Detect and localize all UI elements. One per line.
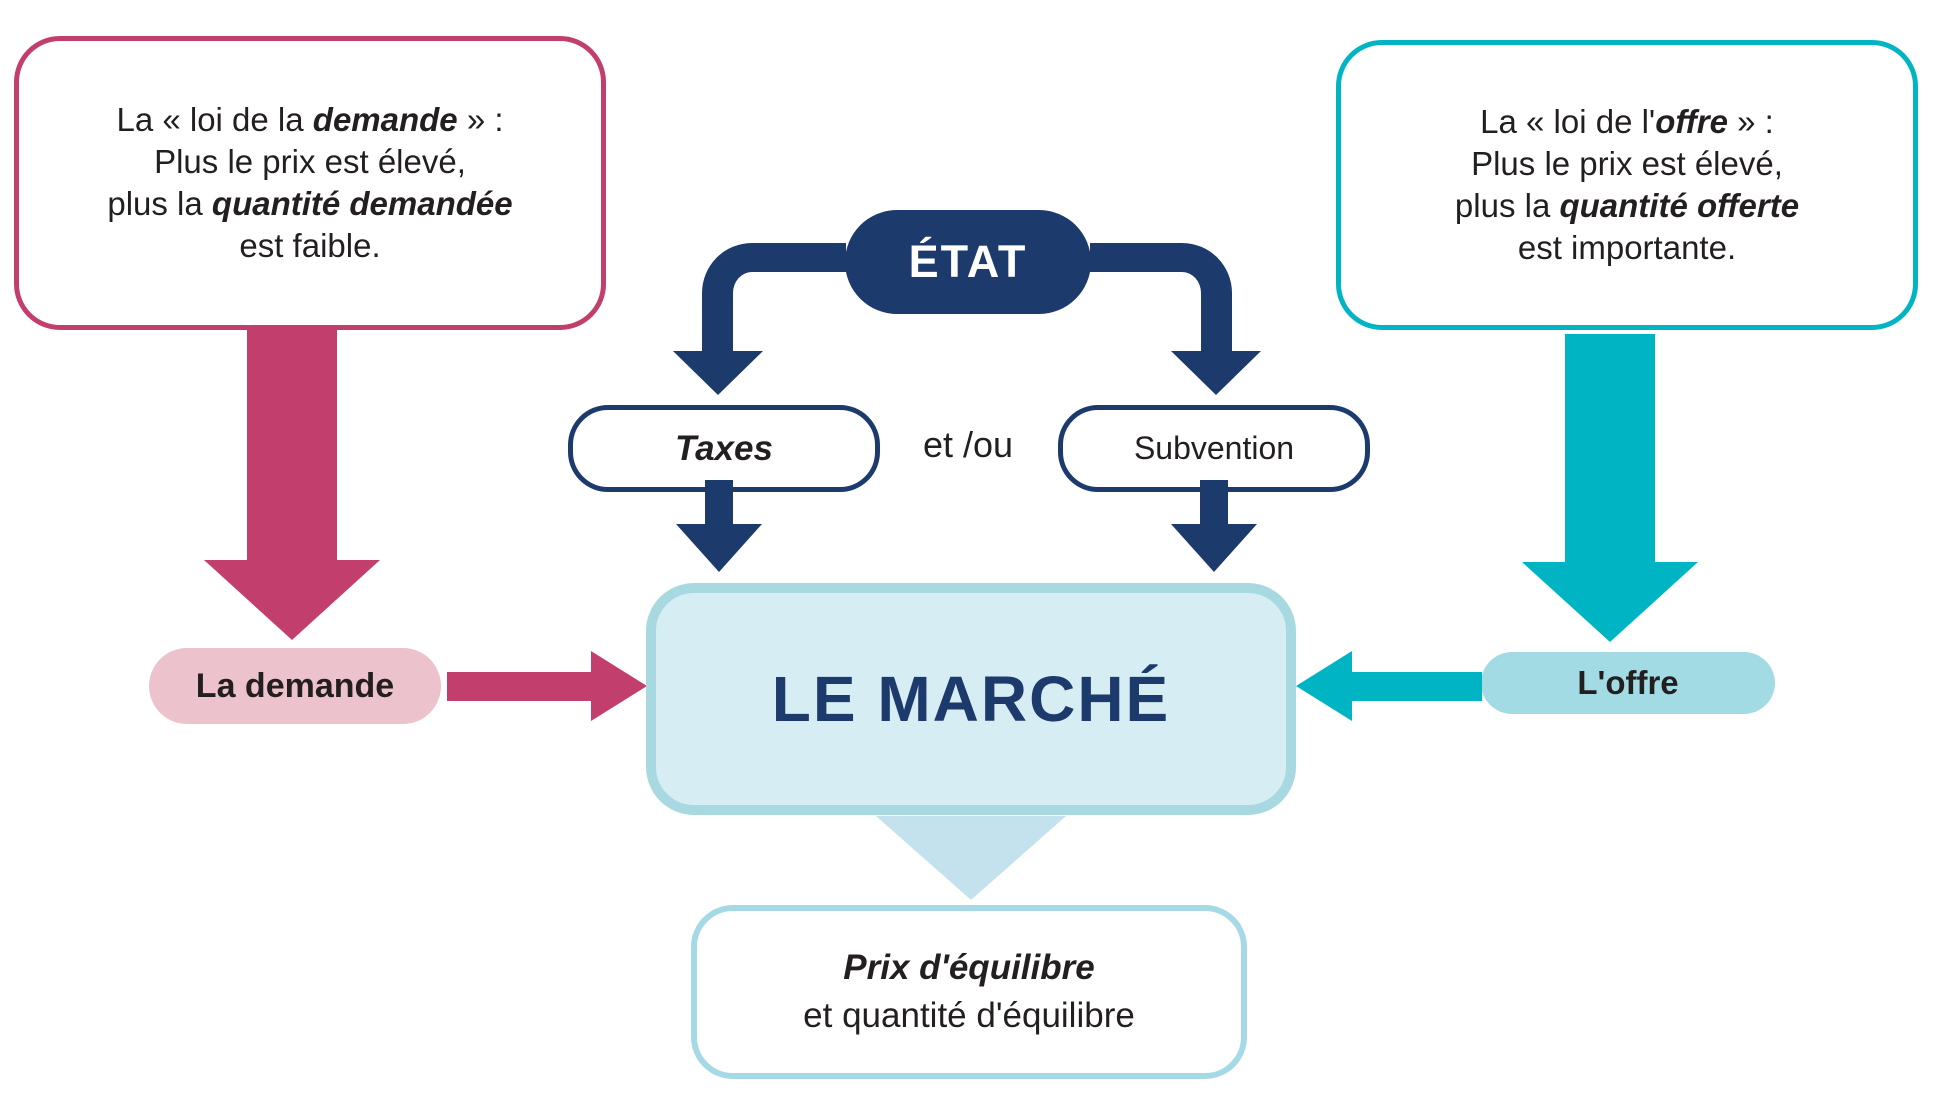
demand-to-market-arrowhead-icon [591, 651, 647, 721]
supply-law-line1-em: offre [1655, 102, 1728, 140]
subvention-node: Subvention [1058, 405, 1370, 492]
supply-law-to-supply-arrow [1565, 334, 1655, 564]
state-to-subvention-elbow-arrow [1090, 243, 1232, 353]
and-or-connector-label: et /ou [898, 424, 1038, 466]
state-label: ÉTAT [908, 236, 1028, 287]
demand-law-line4: est faible. [239, 227, 381, 265]
demand-law-text: La « loi de la demande » : Plus le prix … [107, 99, 512, 268]
state-to-taxes-arrowhead-icon [673, 351, 763, 395]
demand-label: La demande [195, 666, 395, 705]
subvention-to-market-arrowhead-icon [1171, 524, 1257, 572]
demand-law-line3-em: quantité demandée [211, 185, 513, 222]
equilibrium-line1: Prix d'équilibre [843, 947, 1095, 987]
state-to-taxes-elbow-arrow [702, 243, 846, 353]
and-or-text: et /ou [922, 424, 1014, 465]
state-to-subvention-arrowhead-icon [1171, 351, 1261, 395]
taxes-to-market-arrowhead-icon [676, 524, 762, 572]
demand-law-line1-em: demande [312, 100, 458, 138]
demand-law-to-demand-arrow [247, 330, 337, 562]
market-label: LE MARCHÉ [771, 663, 1171, 735]
market-to-equilibrium-triangle-icon [876, 816, 1066, 900]
state-node: ÉTAT [845, 210, 1091, 314]
supply-to-market-arrowhead-icon [1296, 651, 1352, 721]
demand-law-line2: Plus le prix est élevé, [154, 142, 466, 180]
equilibrium-line2: et quantité d'équilibre [803, 996, 1135, 1035]
equilibrium-box: Prix d'équilibre et quantité d'équilibre [691, 905, 1247, 1079]
demand-law-box: La « loi de la demande » : Plus le prix … [14, 36, 606, 330]
equilibrium-text: Prix d'équilibre et quantité d'équilibre [803, 944, 1135, 1041]
supply-law-line1-pre: La « loi de l' [1480, 102, 1656, 140]
market-node: LE MARCHÉ [646, 583, 1296, 815]
supply-law-line3-em: quantité offerte [1559, 187, 1800, 224]
taxes-node: Taxes [568, 405, 880, 492]
taxes-label: Taxes [675, 428, 773, 468]
subvention-to-market-arrow [1200, 480, 1228, 526]
demand-law-line1-pre: La « loi de la [116, 100, 313, 138]
demand-node: La demande [149, 648, 441, 724]
taxes-to-market-arrow [705, 480, 733, 526]
supply-node: L'offre [1481, 652, 1775, 714]
supply-law-box: La « loi de l'offre » : Plus le prix est… [1336, 40, 1918, 330]
supply-law-line2: Plus le prix est élevé, [1471, 144, 1783, 182]
demand-to-market-arrow [447, 672, 593, 701]
supply-law-line1-post: » : [1727, 102, 1774, 140]
supply-label: L'offre [1577, 664, 1679, 701]
supply-law-to-supply-arrowhead-icon [1522, 562, 1698, 642]
supply-law-text: La « loi de l'offre » : Plus le prix est… [1455, 101, 1799, 270]
demand-law-to-demand-arrowhead-icon [204, 560, 380, 640]
demand-law-line1-post: » : [457, 100, 504, 138]
supply-to-market-arrow [1352, 672, 1482, 701]
demand-law-line3-pre: plus la [107, 185, 212, 222]
subvention-label: Subvention [1133, 430, 1295, 466]
supply-law-line3-pre: plus la [1454, 187, 1560, 224]
supply-law-line4: est importante. [1517, 229, 1737, 267]
